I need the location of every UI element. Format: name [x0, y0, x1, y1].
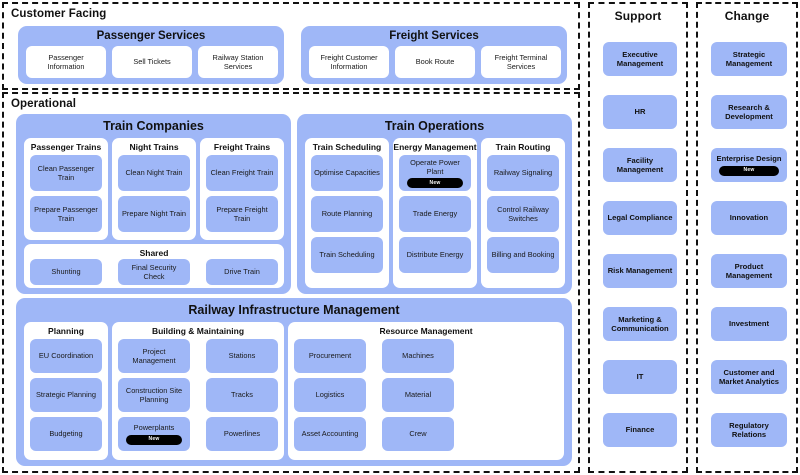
group-passenger-services[interactable]: Passenger Services Passenger Information…: [18, 26, 284, 84]
capability-budgeting[interactable]: Budgeting: [30, 417, 102, 451]
capability-sell-tickets[interactable]: Sell Tickets: [112, 46, 192, 78]
panel-title-building-and-maintaining: Building & Maintaining: [151, 326, 245, 336]
capability-freight-terminal-services[interactable]: Freight Terminal Services: [481, 46, 561, 78]
panel-night-trains[interactable]: Night Trains Clean Night Train Prepare N…: [112, 138, 196, 240]
panel-shared[interactable]: Shared Shunting Final Security Check Dri…: [24, 244, 284, 288]
capability-facility-management[interactable]: Facility Management: [603, 148, 677, 182]
capability-crew[interactable]: Crew: [382, 417, 454, 451]
capability-strategic-planning[interactable]: Strategic Planning: [30, 378, 102, 412]
panel-title-freight-trains: Freight Trains: [213, 142, 271, 152]
section-title-customer-facing: Customer Facing: [11, 8, 107, 20]
panel-energy-management[interactable]: Energy Management Operate Power Plant Ne…: [393, 138, 477, 288]
capability-investment[interactable]: Investment: [711, 307, 787, 341]
capability-route-planning[interactable]: Route Planning: [311, 196, 383, 232]
panel-train-routing[interactable]: Train Routing Railway Signaling Control …: [481, 138, 565, 288]
capability-prepare-night-train[interactable]: Prepare Night Train: [118, 196, 190, 232]
capability-clean-night-train[interactable]: Clean Night Train: [118, 155, 190, 191]
capability-logistics[interactable]: Logistics: [294, 378, 366, 412]
group-railway-infrastructure-management[interactable]: Railway Infrastructure Management Planni…: [16, 298, 572, 466]
section-title-support: Support: [614, 9, 662, 23]
badge-new: New: [407, 178, 463, 189]
capability-procurement[interactable]: Procurement: [294, 339, 366, 373]
capability-railway-station-services[interactable]: Railway Station Services: [198, 46, 278, 78]
group-title-train-companies: Train Companies: [103, 119, 204, 133]
group-title-passenger-services: Passenger Services: [96, 30, 206, 42]
group-title-railway-infrastructure-management: Railway Infrastructure Management: [188, 303, 400, 317]
section-title-change: Change: [724, 9, 770, 23]
capability-railway-signaling[interactable]: Railway Signaling: [487, 155, 559, 191]
section-title-operational: Operational: [11, 98, 77, 110]
panel-title-train-routing: Train Routing: [495, 142, 551, 152]
panel-title-passenger-trains: Passenger Trains: [30, 142, 102, 152]
capability-book-route[interactable]: Book Route: [395, 46, 475, 78]
capability-train-scheduling[interactable]: Train Scheduling: [311, 237, 383, 273]
capability-research-and-development[interactable]: Research & Development: [711, 95, 787, 129]
panel-building-and-maintaining[interactable]: Building & Maintaining Project Managemen…: [112, 322, 284, 460]
section-support: Support Executive Management HR Facility…: [588, 2, 688, 473]
capability-clean-passenger-train[interactable]: Clean Passenger Train: [30, 155, 102, 191]
panel-title-shared: Shared: [139, 248, 169, 258]
capability-construction-site-planning[interactable]: Construction Site Planning: [118, 378, 190, 412]
capability-trade-energy[interactable]: Trade Energy: [399, 196, 471, 232]
capability-control-railway-switches[interactable]: Control Railway Switches: [487, 196, 559, 232]
capability-prepare-freight-train[interactable]: Prepare Freight Train: [206, 196, 278, 232]
capability-distribute-energy[interactable]: Distribute Energy: [399, 237, 471, 273]
section-operational: Operational Train Companies Passenger Tr…: [2, 92, 580, 473]
capability-enterprise-design[interactable]: Enterprise Design New: [711, 148, 787, 182]
panel-train-scheduling[interactable]: Train Scheduling Optimise Capacities Rou…: [305, 138, 389, 288]
capability-optimise-capacities[interactable]: Optimise Capacities: [311, 155, 383, 191]
group-train-operations[interactable]: Train Operations Train Scheduling Optimi…: [297, 114, 572, 294]
group-train-companies[interactable]: Train Companies Passenger Trains Clean P…: [16, 114, 291, 294]
capability-prepare-passenger-train[interactable]: Prepare Passenger Train: [30, 196, 102, 232]
capability-hr[interactable]: HR: [603, 95, 677, 129]
capability-asset-accounting[interactable]: Asset Accounting: [294, 417, 366, 451]
badge-new: New: [126, 434, 182, 445]
capability-regulatory-relations[interactable]: Regulatory Relations: [711, 413, 787, 447]
capability-shunting[interactable]: Shunting: [30, 259, 102, 285]
capability-strategic-management[interactable]: Strategic Management: [711, 42, 787, 76]
panel-title-train-scheduling: Train Scheduling: [312, 142, 382, 152]
capability-tracks[interactable]: Tracks: [206, 378, 278, 412]
panel-planning[interactable]: Planning EU Coordination Strategic Plann…: [24, 322, 108, 460]
capability-innovation[interactable]: Innovation: [711, 201, 787, 235]
capability-risk-management[interactable]: Risk Management: [603, 254, 677, 288]
capability-product-management[interactable]: Product Management: [711, 254, 787, 288]
section-customer-facing: Customer Facing Passenger Services Passe…: [2, 2, 580, 90]
group-title-train-operations: Train Operations: [384, 119, 485, 133]
capability-clean-freight-train[interactable]: Clean Freight Train: [206, 155, 278, 191]
capability-powerplants[interactable]: Powerplants New: [118, 417, 190, 451]
panel-freight-trains[interactable]: Freight Trains Clean Freight Train Prepa…: [200, 138, 284, 240]
capability-machines[interactable]: Machines: [382, 339, 454, 373]
capability-final-security-check[interactable]: Final Security Check: [118, 259, 190, 285]
capability-customer-and-market-analytics[interactable]: Customer and Market Analytics: [711, 360, 787, 394]
capability-stations[interactable]: Stations: [206, 339, 278, 373]
group-freight-services[interactable]: Freight Services Freight Customer Inform…: [301, 26, 567, 84]
panel-title-planning: Planning: [48, 326, 84, 336]
capability-billing-and-booking[interactable]: Billing and Booking: [487, 237, 559, 273]
capability-passenger-information[interactable]: Passenger Information: [26, 46, 106, 78]
capability-material[interactable]: Material: [382, 378, 454, 412]
capability-drive-train[interactable]: Drive Train: [206, 259, 278, 285]
capability-legal-compliance[interactable]: Legal Compliance: [603, 201, 677, 235]
capability-powerlines[interactable]: Powerlines: [206, 417, 278, 451]
capability-operate-power-plant[interactable]: Operate Power Plant New: [399, 155, 471, 191]
capability-marketing-and-communication[interactable]: Marketing & Communication: [603, 307, 677, 341]
badge-new: New: [718, 165, 780, 176]
section-change: Change Strategic Management Research & D…: [696, 2, 798, 473]
group-title-freight-services: Freight Services: [389, 30, 479, 42]
panel-title-resource-management: Resource Management: [379, 326, 473, 336]
capability-eu-coordination[interactable]: EU Coordination: [30, 339, 102, 373]
panel-title-night-trains: Night Trains: [129, 142, 179, 152]
panel-title-energy-management: Energy Management: [393, 142, 477, 152]
capability-finance[interactable]: Finance: [603, 413, 677, 447]
capability-freight-customer-information[interactable]: Freight Customer Information: [309, 46, 389, 78]
capability-project-management[interactable]: Project Management: [118, 339, 190, 373]
capability-executive-management[interactable]: Executive Management: [603, 42, 677, 76]
capability-it[interactable]: IT: [603, 360, 677, 394]
panel-passenger-trains[interactable]: Passenger Trains Clean Passenger Train P…: [24, 138, 108, 240]
panel-resource-management[interactable]: Resource Management Procurement Logistic…: [288, 322, 564, 460]
